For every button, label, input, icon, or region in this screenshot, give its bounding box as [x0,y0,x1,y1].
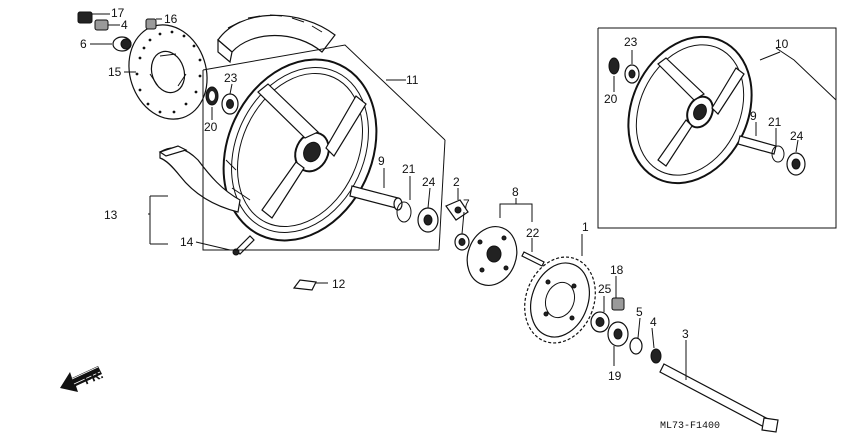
front-direction-arrow: FR. [60,366,105,392]
callout-21-inset: 21 [768,115,782,129]
callout-23-inset: 23 [624,35,638,49]
callout-14: 14 [180,235,194,249]
callout-4-right: 4 [650,315,657,329]
callout-22: 22 [526,226,540,240]
callout-20-inset: 20 [604,92,618,106]
callout-4-top: 4 [121,18,128,32]
callout-15: 15 [108,65,122,79]
callout-bracket-11 [202,44,446,251]
hugger [158,145,241,213]
callout-10: 10 [775,37,789,51]
callout-25: 25 [598,282,612,296]
callout-17: 17 [111,6,125,20]
callout-16: 16 [164,12,178,26]
brake-disc [128,24,208,120]
callout-8: 8 [512,185,519,199]
callout-13: 13 [104,208,118,222]
front-label: FR. [82,367,105,387]
callout-21: 21 [402,162,416,176]
inset-panel [597,27,837,229]
callout-9-inset: 9 [750,109,757,123]
wheel-bearing-left [205,86,239,115]
callout-6: 6 [80,37,87,51]
callout-9: 9 [378,154,385,168]
hub-damper [445,199,470,251]
axle-hardware-right [590,297,662,364]
nut-17 [77,11,93,24]
callout-5: 5 [636,305,643,319]
sprocket-flange [466,226,545,286]
callout-7: 7 [463,197,470,211]
leader-lines [90,13,837,380]
callout-24: 24 [422,175,436,189]
callout-12: 12 [332,277,346,291]
diagram-code: ML73-F1400 [660,421,720,432]
callout-24-inset: 24 [790,129,804,143]
inset-wheel [608,35,806,185]
rear-axle [659,363,779,433]
tire [217,14,336,64]
main-wheel [222,58,378,242]
callout-numbers: 1 2 3 4 4 5 6 7 8 9 9 10 11 12 13 14 15 … [80,6,804,383]
callout-19: 19 [608,369,622,383]
callout-23: 23 [224,71,238,85]
callout-18: 18 [610,263,624,277]
callout-3: 3 [682,327,689,341]
callout-1: 1 [582,220,589,234]
callout-11: 11 [406,73,419,87]
driven-sprocket [524,256,596,344]
callout-2: 2 [453,175,460,189]
bolt-16 [145,18,157,30]
valve-stem [232,235,255,256]
balance-weight [292,279,317,291]
axle-collar-right [349,185,439,233]
washer-4 [94,19,109,31]
callout-20: 20 [204,120,218,134]
